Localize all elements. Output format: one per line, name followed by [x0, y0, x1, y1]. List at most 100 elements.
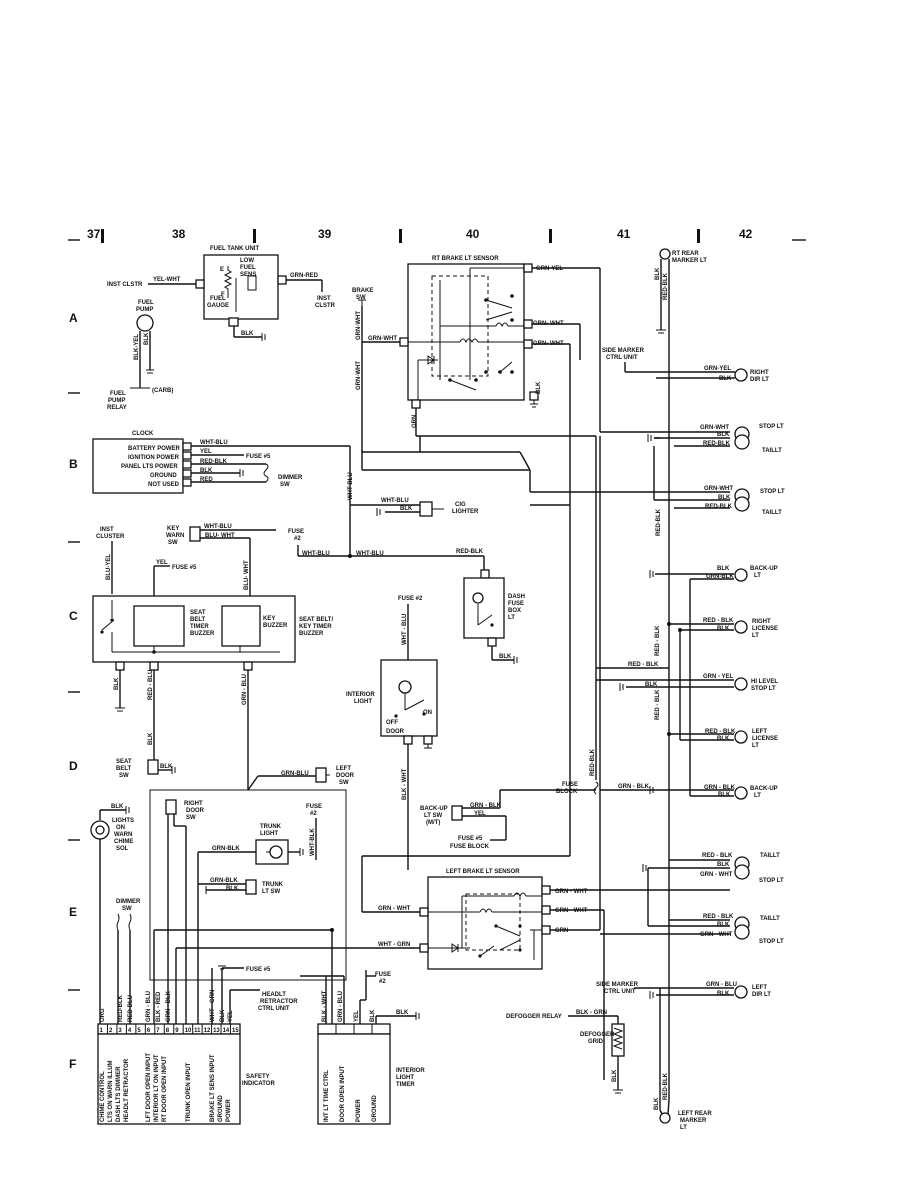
- svg-text:DOOR: DOOR: [386, 729, 405, 735]
- column-40: 40: [466, 227, 480, 241]
- safety-pin-number: 7: [156, 1028, 160, 1034]
- svg-text:DEFOGGER RELAY: DEFOGGER RELAY: [506, 1014, 562, 1020]
- svg-text:BLK: BLK: [718, 792, 731, 798]
- svg-text:STOP LT: STOP LT: [759, 939, 784, 945]
- cig-lighter: WHT-BLU WHT-BLU BLK CIG LIGHTER: [348, 450, 531, 517]
- svg-text:GRN: GRN: [555, 928, 568, 934]
- left-door-switch: GRN-BLU LEFT DOOR SW: [149, 766, 355, 981]
- svg-text:BLK: BLK: [370, 1009, 376, 1022]
- row-b: B: [69, 457, 78, 471]
- svg-text:BLK: BLK: [717, 432, 730, 438]
- left-rear-marker: BLK RED-BLK LEFT REAR MARKER LT: [654, 1072, 712, 1131]
- svg-text:BLK: BLK: [241, 331, 254, 337]
- column-header: 37 38 39 40 41 42: [68, 227, 806, 243]
- svg-text:TAILLT: TAILLT: [762, 448, 782, 454]
- svg-text:E: E: [220, 267, 224, 273]
- svg-text:MARKER LT: MARKER LT: [672, 258, 707, 264]
- svg-text:STOP LT: STOP LT: [760, 489, 785, 495]
- svg-text:TAILLT: TAILLT: [762, 510, 782, 516]
- svg-text:(CARB): (CARB): [152, 388, 173, 394]
- svg-text:ORG: ORG: [100, 1008, 106, 1022]
- svg-text:GRN-WHT: GRN-WHT: [356, 311, 362, 340]
- svg-text:CLUSTER: CLUSTER: [96, 534, 125, 540]
- dash-fuse-box-lt: BLK DASH FUSE BOX LT: [463, 556, 525, 664]
- svg-text:GRN - BLU: GRN - BLU: [706, 982, 737, 988]
- svg-text:BLK - GRN: BLK - GRN: [576, 1010, 607, 1016]
- svg-text:CTRL UNIT: CTRL UNIT: [606, 355, 638, 361]
- svg-text:RIGHT: RIGHT: [752, 619, 771, 625]
- svg-text:BLK: BLK: [114, 677, 120, 690]
- svg-text:WHT-BLU: WHT-BLU: [381, 498, 409, 504]
- svg-text:LEFT REAR: LEFT REAR: [678, 1111, 712, 1117]
- svg-text:FUSE #5: FUSE #5: [246, 454, 271, 460]
- svg-text:BOX: BOX: [508, 608, 521, 614]
- svg-text:#2: #2: [310, 811, 317, 817]
- svg-text:BLU- WHT: BLU- WHT: [205, 533, 235, 539]
- svg-text:BLK: BLK: [718, 495, 731, 501]
- svg-text:WHT-BLU: WHT-BLU: [204, 524, 232, 530]
- svg-text:TAILLT: TAILLT: [760, 853, 780, 859]
- svg-text:GRN-YEL: GRN-YEL: [536, 266, 563, 272]
- svg-text:BLK: BLK: [645, 682, 658, 688]
- svg-text:DIMMER: DIMMER: [278, 475, 303, 481]
- svg-text:BLK: BLK: [160, 764, 173, 770]
- svg-text:SEAT: SEAT: [116, 759, 132, 765]
- svg-text:INST: INST: [100, 527, 114, 533]
- svg-text:#2: #2: [379, 979, 386, 985]
- svg-text:WHT-BLU: WHT-BLU: [356, 551, 384, 557]
- svg-text:RED-BLK: RED-BLK: [663, 272, 669, 300]
- svg-text:FUSE #2: FUSE #2: [398, 596, 423, 602]
- svg-text:FUEL: FUEL: [240, 265, 256, 271]
- svg-text:RED - BLK: RED - BLK: [702, 853, 733, 859]
- svg-text:DEFOGGER: DEFOGGER: [580, 1032, 615, 1038]
- svg-text:GRN-RED: GRN-RED: [290, 273, 319, 279]
- safety-pin-label: BRAKE LT SENS INPUT: [210, 1054, 216, 1122]
- svg-text:RED - BLK: RED - BLK: [655, 689, 661, 720]
- seat-belt-key-timer-buzzer: SEAT BELT TIMER BUZZER KEY BUZZER SEAT B…: [92, 595, 333, 790]
- svg-text:RED-BLK: RED-BLK: [456, 549, 484, 555]
- svg-text:RED-BLK: RED-BLK: [590, 748, 596, 776]
- column-42: 42: [739, 227, 753, 241]
- svg-text:GAUGE: GAUGE: [207, 303, 229, 309]
- side-marker-ctrl-left: SIDE MARKER CTRL UNIT GRN - BLU BLK LEFT…: [596, 982, 771, 1110]
- svg-text:GRN - WHT: GRN - WHT: [700, 932, 733, 938]
- svg-text:INST: INST: [317, 296, 331, 302]
- svg-text:DIR LT: DIR LT: [752, 992, 771, 998]
- svg-text:LEFT: LEFT: [336, 766, 351, 772]
- svg-text:(M/T): (M/T): [426, 820, 440, 826]
- safety-pin-label: LFT DOOR OPEN INPUT: [146, 1053, 152, 1122]
- svg-text:SW: SW: [280, 482, 290, 488]
- svg-text:FUSE #5: FUSE #5: [458, 836, 483, 842]
- svg-text:RED-BLK: RED-BLK: [705, 504, 733, 510]
- safety-pin-number: 10: [185, 1028, 192, 1034]
- svg-text:DIMMER: DIMMER: [116, 899, 141, 905]
- svg-text:RED-BLU: RED-BLU: [128, 995, 134, 1022]
- timer-pin-label: DOOR OPEN INPUT: [340, 1065, 346, 1122]
- svg-text:ON: ON: [116, 825, 125, 831]
- svg-text:BLK: BLK: [220, 1009, 226, 1022]
- svg-text:HEADLT: HEADLT: [262, 992, 286, 998]
- brake-switch: BRAKE SW GRN-WHT GRN-WHT GRN-WHT: [352, 288, 400, 450]
- right-stop-tail-lamp: GRN-WHT BLK RED-BLK STOP LT TAILLT: [647, 424, 784, 454]
- svg-text:FUEL: FUEL: [210, 296, 226, 302]
- svg-text:RED-BLK: RED-BLK: [118, 994, 124, 1022]
- svg-text:LT: LT: [752, 743, 759, 749]
- safety-pin-number: 9: [175, 1028, 179, 1034]
- svg-text:RED-BLK: RED-BLK: [663, 1072, 669, 1100]
- svg-text:GRN - WHT: GRN - WHT: [700, 872, 733, 878]
- svg-text:TIMER: TIMER: [190, 624, 209, 630]
- svg-text:BUZZER: BUZZER: [190, 631, 215, 637]
- svg-text:TRUNK: TRUNK: [260, 824, 282, 830]
- svg-text:SEAT: SEAT: [190, 610, 206, 616]
- brake-sensor-link: GRN - WHT: [361, 436, 571, 913]
- svg-text:INST CLSTR: INST CLSTR: [107, 282, 143, 288]
- svg-text:CTRL UNIT: CTRL UNIT: [258, 1006, 290, 1012]
- svg-text:FUEL TANK UNIT: FUEL TANK UNIT: [210, 246, 259, 252]
- svg-text:YEL: YEL: [156, 560, 168, 566]
- trunk-lt-switch: GRN-BLK BLK TRUNK LT SW: [198, 878, 284, 895]
- svg-text:GRN-YEL: GRN-YEL: [704, 366, 731, 372]
- row-c: C: [69, 609, 78, 623]
- safety-pin-number: 4: [128, 1028, 132, 1034]
- svg-text:LT: LT: [680, 1125, 687, 1131]
